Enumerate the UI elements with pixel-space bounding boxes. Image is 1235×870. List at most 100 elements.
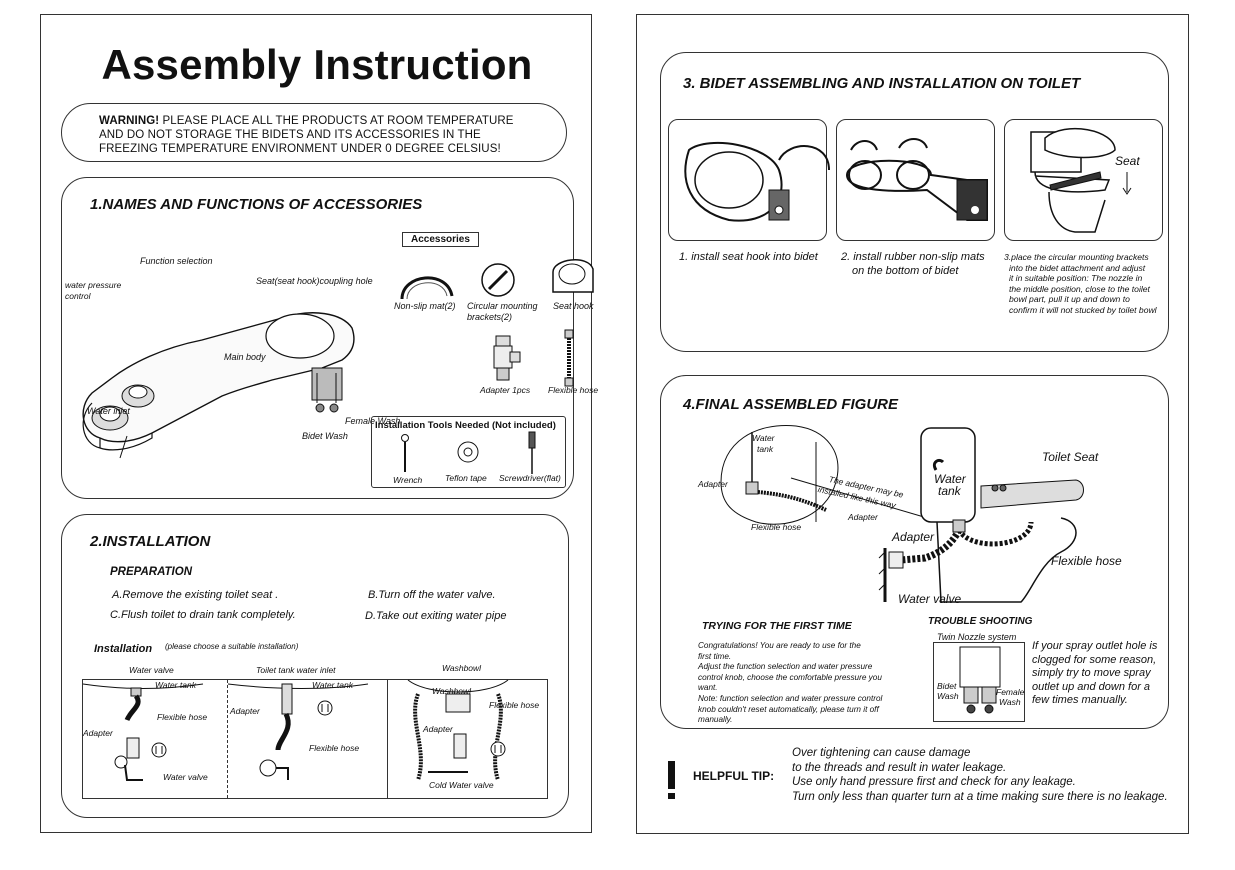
warning-box: WARNING! PLEASE PLACE ALL THE PRODUCTS A… bbox=[61, 103, 567, 162]
label-water-tank-2: Water tank bbox=[312, 680, 353, 690]
label-water-valve-1: Water valve bbox=[163, 772, 208, 782]
bidet-main-body-illustration bbox=[82, 312, 355, 459]
label-toilet-seat: Toilet Seat bbox=[1042, 450, 1099, 464]
circular-bracket-icon bbox=[481, 263, 515, 297]
step-2-caption-2: on the bottom of bidet bbox=[852, 265, 959, 277]
toilet-tank-inlet-diagram bbox=[227, 683, 369, 780]
adapter-icon bbox=[493, 335, 521, 381]
label-adapter-2: Adapter bbox=[230, 706, 260, 716]
label-water-pressure-2: control bbox=[65, 291, 91, 301]
tip-text: Over tightening can cause damage to the … bbox=[792, 747, 1168, 803]
label-adapter-note: Adapter bbox=[848, 512, 878, 522]
trying-title: TRYING FOR THE FIRST TIME bbox=[702, 620, 852, 632]
seat-hook-icon bbox=[552, 259, 594, 293]
teflon-tape-icon bbox=[457, 441, 479, 463]
installation-heading: Installation bbox=[94, 643, 153, 655]
step-3-image: Seat bbox=[1004, 119, 1163, 241]
label-water-pressure-1: water pressure bbox=[65, 280, 122, 290]
label-washbowl: Washbowl bbox=[432, 686, 472, 696]
step-1-image bbox=[668, 119, 830, 241]
label-water-tank-small-2: tank bbox=[757, 444, 774, 454]
label-circular-brackets-1: Circular mounting bbox=[467, 301, 538, 311]
label-adapter-small: Adapter bbox=[698, 479, 728, 489]
tip-label: HELPFUL TIP: bbox=[693, 769, 775, 783]
prep-step-a: A.Remove the existing toilet seat . bbox=[112, 589, 279, 601]
adapter-detail-drawing bbox=[720, 425, 839, 525]
section-bidet-assembly: 3. BIDET ASSEMBLING AND INSTALLATION ON … bbox=[660, 52, 1169, 352]
left-page: Assembly Instruction WARNING! PLEASE PLA… bbox=[40, 14, 598, 833]
pointer-line bbox=[790, 477, 942, 523]
label-flexible-hose-3: Flexible hose bbox=[489, 700, 540, 710]
label-water-tank-big-1: Water bbox=[934, 472, 966, 486]
washbowl-diagram bbox=[407, 679, 509, 781]
column-water-valve: Water valve bbox=[129, 665, 174, 675]
screwdriver-icon bbox=[528, 431, 536, 474]
prep-step-b: B.Turn off the water valve. bbox=[368, 589, 496, 601]
label-cold-water-valve: Cold Water valve bbox=[429, 780, 494, 790]
nonslip-mat-icon bbox=[400, 276, 454, 300]
label-flexible-hose-small: Flexible hose bbox=[751, 522, 802, 532]
section-final-figure: 4.FINAL ASSEMBLED FIGURE Water tank Adap… bbox=[660, 375, 1169, 729]
label-teflon-tape: Teflon tape bbox=[445, 473, 487, 483]
twin-nozzle-drawing bbox=[959, 646, 1001, 714]
prep-step-c: C.Flush toilet to drain tank completely. bbox=[110, 609, 296, 621]
column-washbowl: Washbowl bbox=[442, 663, 482, 673]
section-2-heading: 2.INSTALLATION bbox=[90, 533, 211, 550]
trying-text: Congratulations! You are ready to use fo… bbox=[698, 641, 883, 725]
label-circular-brackets-2: brackets(2) bbox=[467, 312, 513, 322]
step-1-caption: 1. install seat hook into bidet bbox=[679, 251, 818, 263]
label-adapter-1: Adapter bbox=[83, 728, 113, 738]
flexible-hose-icon bbox=[564, 329, 574, 387]
right-page: 3. BIDET ASSEMBLING AND INSTALLATION ON … bbox=[636, 14, 1189, 834]
warning-label: WARNING! bbox=[99, 115, 160, 127]
label-bidet-wash: Bidet Wash bbox=[302, 431, 348, 441]
step-3-caption: 3.place the circular mounting brackets i… bbox=[1004, 252, 1157, 315]
installation-note: (please choose a suitable installation) bbox=[165, 642, 299, 651]
warning-line-1: PLEASE PLACE ALL THE PRODUCTS AT ROOM TE… bbox=[159, 115, 514, 127]
twin-nozzle-box: Bidet Wash Female Wash bbox=[933, 642, 1025, 722]
wrench-icon bbox=[401, 434, 409, 472]
label-adapter: Adapter 1pcs bbox=[480, 385, 531, 395]
toilet-install-drawing bbox=[1030, 127, 1132, 233]
step-2-caption-1: 2. install rubber non-slip mats bbox=[841, 251, 985, 263]
warning-line-2: AND DO NOT STORAGE THE BIDETS AND ITS AC… bbox=[99, 129, 481, 142]
label-flexible-hose-big: Flexible hose bbox=[1051, 554, 1122, 568]
label-female-wash: Female Wash bbox=[345, 416, 401, 426]
label-female-2: Wash bbox=[999, 697, 1021, 707]
label-water-inlet: Water inlet bbox=[87, 406, 130, 416]
label-water-tank-small-1: Water bbox=[752, 433, 775, 443]
trouble-title: TROUBLE SHOOTING bbox=[928, 616, 1033, 627]
label-main-body: Main body bbox=[224, 352, 266, 362]
section-accessories: 1.NAMES AND FUNCTIONS OF ACCESSORIES Fun… bbox=[61, 177, 598, 499]
toilet-assembled-drawing bbox=[878, 427, 1084, 603]
tip-exclamation-icon bbox=[668, 761, 675, 789]
trouble-text: If your spray outlet hole is clogged for… bbox=[1032, 640, 1158, 707]
label-adapter-big: Adapter bbox=[892, 530, 935, 544]
seat-hook-install-drawing bbox=[684, 142, 830, 222]
label-function-selection: Function selection bbox=[140, 256, 213, 266]
nonslip-mat-install-drawing bbox=[845, 138, 988, 221]
accessories-title: Accessories bbox=[402, 232, 479, 247]
section-installation: 2.INSTALLATION PREPARATION A.Remove the … bbox=[61, 514, 569, 818]
label-seat-coupling-hole: Seat(seat hook)coupling hole bbox=[256, 276, 373, 286]
label-flexible-hose-1: Flexible hose bbox=[157, 712, 208, 722]
label-bidet-1: Bidet bbox=[937, 681, 957, 691]
page-title: Assembly Instruction bbox=[101, 41, 533, 88]
label-water-tank-1: Water tank bbox=[155, 680, 196, 690]
prep-step-d: D.Take out exiting water pipe bbox=[365, 610, 507, 622]
section-3-heading: 3. BIDET ASSEMBLING AND INSTALLATION ON … bbox=[683, 75, 1081, 92]
twin-nozzle-label: Twin Nozzle system bbox=[937, 632, 1017, 642]
tools-box: Installation Tools Needed (Not included)… bbox=[371, 416, 566, 488]
water-valve-diagram bbox=[82, 683, 204, 781]
label-bidet-2: Wash bbox=[937, 691, 959, 701]
label-screwdriver: Screwdriver(flat) bbox=[499, 473, 561, 483]
label-seat: Seat bbox=[1115, 154, 1140, 168]
column-toilet-tank-inlet: Toilet tank water inlet bbox=[256, 665, 336, 675]
label-water-valve: Water valve bbox=[898, 592, 962, 606]
label-nonslip-mat: Non-slip mat(2) bbox=[394, 301, 456, 311]
warning-line-3: FREEZING TEMPERATURE ENVIRONMENT UNDER 0… bbox=[99, 143, 501, 156]
section-1-heading: 1.NAMES AND FUNCTIONS OF ACCESSORIES bbox=[90, 196, 423, 213]
label-wrench: Wrench bbox=[393, 475, 423, 485]
preparation-heading: PREPARATION bbox=[110, 566, 192, 578]
label-flexible-hose: Flexible hose bbox=[548, 385, 599, 395]
